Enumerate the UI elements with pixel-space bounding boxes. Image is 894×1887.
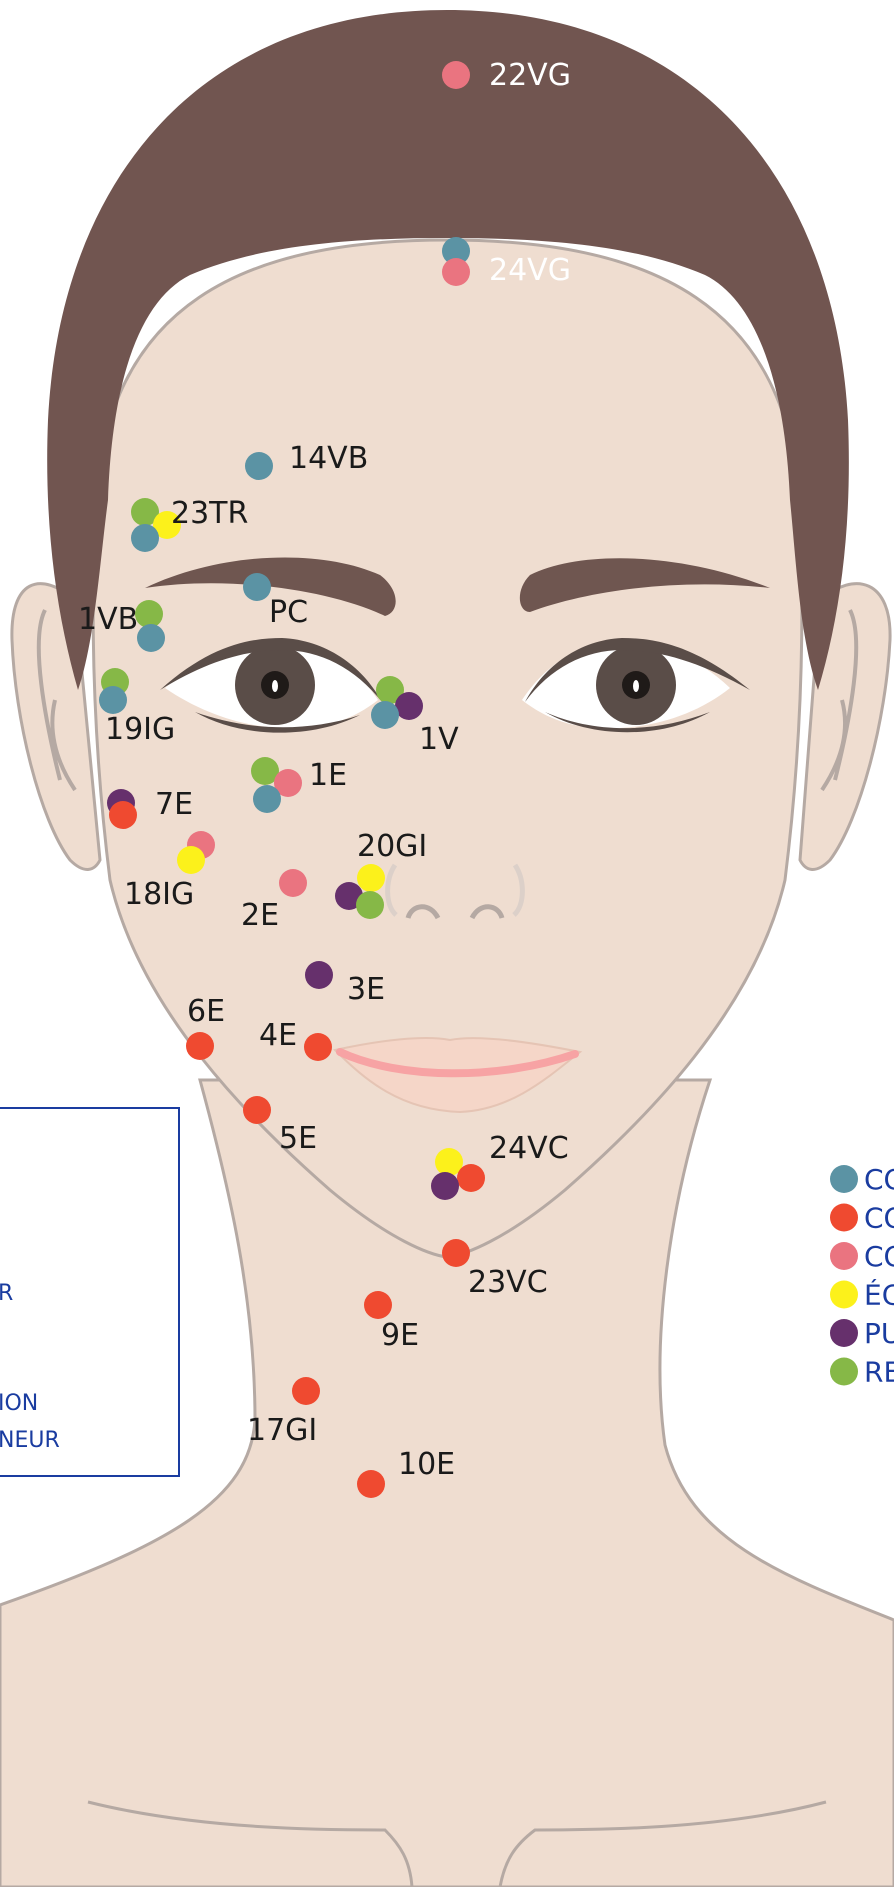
legend-label: CO <box>864 1202 894 1235</box>
legend-item-blue: CO <box>830 1163 894 1196</box>
acupoint-dot-red <box>292 1377 320 1405</box>
acupoint-label: 18IG <box>124 877 194 912</box>
acupoint-dot-blue <box>131 524 159 552</box>
acupoint-label: 24VC <box>489 1131 569 1166</box>
info-box: R ION NEUR <box>0 1108 179 1476</box>
legend-item-red: CO <box>830 1202 894 1235</box>
legend-label: CO <box>864 1163 894 1196</box>
acupoint-dot-red <box>457 1164 485 1192</box>
info-box-line-2: ION <box>0 1391 38 1416</box>
acupoint-dot-green <box>356 891 384 919</box>
legend-swatch <box>830 1204 858 1232</box>
acupoint-dot-yellow <box>177 846 205 874</box>
acupoint-dot-blue <box>243 573 271 601</box>
acupoint-label: 9E <box>381 1318 419 1353</box>
acupoint-dot-red <box>304 1033 332 1061</box>
info-box-line-1: R <box>0 1281 13 1306</box>
acupoint-label: 3E <box>347 972 385 1007</box>
acupoint-dot-blue <box>253 785 281 813</box>
acupoint-label: 2E <box>241 898 279 933</box>
acupoint-label: 4E <box>259 1018 297 1053</box>
acupoint-22vg: 22VG <box>442 58 571 93</box>
acupoint-dot-red <box>186 1032 214 1060</box>
acupoint-label: PC <box>269 595 308 630</box>
acupoint-dot-pink <box>442 61 470 89</box>
info-box-line-3: NEUR <box>0 1428 60 1453</box>
legend-label: PU <box>864 1317 894 1350</box>
legend-item-purple: PU <box>830 1317 894 1350</box>
acupoint-label: 5E <box>279 1121 317 1156</box>
legend-item-pink: CO <box>830 1240 894 1273</box>
legend-swatch <box>830 1358 858 1386</box>
legend-item-green: RE <box>830 1356 894 1389</box>
legend-label: CO <box>864 1240 894 1273</box>
acupoint-label: 23TR <box>171 496 248 531</box>
acupoint-label: 10E <box>398 1447 455 1482</box>
legend: CO CO CO ÉC PU RE <box>830 1163 894 1389</box>
legend-label: RE <box>864 1356 894 1389</box>
acupoint-dot-pink <box>442 258 470 286</box>
legend-item-yellow: ÉC <box>830 1278 894 1312</box>
acupoint-label: 19IG <box>105 712 175 747</box>
acupoint-label: 20GI <box>357 829 427 864</box>
acupoint-dot-blue <box>137 624 165 652</box>
acupoint-dot-blue <box>245 452 273 480</box>
acupoint-dot-red <box>109 801 137 829</box>
acupoint-dot-purple <box>431 1172 459 1200</box>
info-box-frame <box>0 1108 179 1476</box>
acupoint-label: 17GI <box>247 1413 317 1448</box>
acupoint-dot-blue <box>99 686 127 714</box>
acupoint-dot-red <box>364 1291 392 1319</box>
acupoint-dot-red <box>357 1470 385 1498</box>
acupoint-label: 1VB <box>78 602 138 637</box>
legend-swatch <box>830 1242 858 1270</box>
acupoint-dot-blue <box>371 701 399 729</box>
legend-swatch <box>830 1319 858 1347</box>
acupoint-label: 1V <box>419 722 459 757</box>
acupoint-dot-purple <box>305 961 333 989</box>
acupoint-dot-yellow <box>357 864 385 892</box>
acupoint-dot-red <box>243 1096 271 1124</box>
acupoint-dot-purple <box>395 692 423 720</box>
acupoint-dot-green <box>135 600 163 628</box>
acupoint-label: 23VC <box>468 1265 548 1300</box>
acupoint-label: 7E <box>155 787 193 822</box>
legend-swatch <box>830 1165 858 1193</box>
legend-label: ÉC <box>864 1278 894 1312</box>
acupoint-dot-red <box>442 1239 470 1267</box>
acupoint-label: 24VG <box>489 253 571 288</box>
acupoint-dot-pink <box>279 869 307 897</box>
acupoint-label: 1E <box>309 758 347 793</box>
legend-swatch <box>830 1281 858 1309</box>
acupoint-label: 14VB <box>289 441 368 476</box>
acupoint-label: 22VG <box>489 58 571 93</box>
acupoint-label: 6E <box>187 994 225 1029</box>
